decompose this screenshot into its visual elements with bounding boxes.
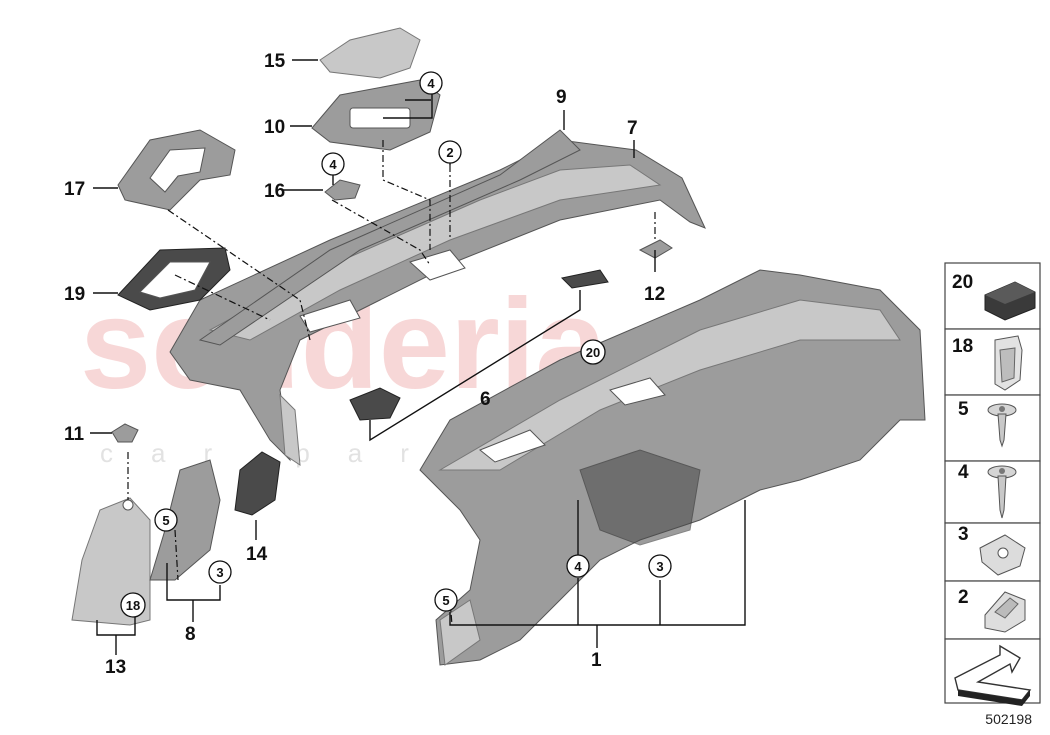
label-14: 14 bbox=[246, 544, 268, 565]
svg-text:4: 4 bbox=[329, 157, 337, 172]
label-17: 17 bbox=[64, 179, 85, 200]
bracket-part-12 bbox=[638, 239, 673, 259]
label-8: 8 bbox=[185, 624, 196, 645]
clip-part-11 bbox=[111, 423, 139, 443]
clip-part-16 bbox=[324, 179, 361, 201]
label-1: 1 bbox=[591, 650, 602, 671]
circle-callout-4-bottom: 4 bbox=[566, 554, 590, 578]
circle-callout-20: 20 bbox=[580, 339, 606, 365]
label-15: 15 bbox=[264, 51, 286, 72]
clip-icon bbox=[994, 335, 1023, 391]
cover-part-15 bbox=[319, 27, 421, 79]
legend-item-4: 4 bbox=[944, 460, 1041, 524]
dashboard-carrier bbox=[419, 269, 926, 666]
svg-text:4: 4 bbox=[427, 76, 435, 91]
pad-part-6a bbox=[560, 269, 609, 289]
circle-callout-5-left: 5 bbox=[154, 508, 178, 532]
circled-callouts: 4 2 4 20 5 3 18 4 bbox=[120, 71, 672, 618]
circle-callout-3-left: 3 bbox=[208, 560, 232, 584]
frame-part-19 bbox=[117, 247, 231, 311]
svg-text:5: 5 bbox=[442, 593, 449, 608]
screw-long-icon bbox=[987, 465, 1017, 519]
legend-num-5: 5 bbox=[958, 399, 969, 420]
direction-arrow-icon bbox=[954, 644, 1032, 706]
vent-frame-part-10 bbox=[311, 79, 441, 151]
circle-callout-3-bottom: 3 bbox=[648, 554, 672, 578]
circle-callout-4-mid: 4 bbox=[321, 152, 345, 176]
frame-part-17 bbox=[117, 129, 236, 211]
svg-text:5: 5 bbox=[162, 513, 169, 528]
pad-part-6b bbox=[349, 387, 401, 421]
label-6: 6 bbox=[480, 389, 491, 410]
legend-item-20: 20 bbox=[944, 262, 1041, 330]
nut-clip-icon bbox=[979, 534, 1026, 576]
legend-item-18: 18 bbox=[944, 328, 1041, 396]
svg-text:18: 18 bbox=[126, 598, 140, 613]
pad-icon bbox=[984, 281, 1036, 321]
diagram-id: 502198 bbox=[985, 711, 1032, 727]
part-numbers: 15 10 16 17 19 11 9 7 12 6 14 8 13 1 bbox=[64, 51, 665, 678]
svg-text:3: 3 bbox=[216, 565, 223, 580]
legend-arrow-box bbox=[944, 638, 1041, 706]
legend-num-20: 20 bbox=[952, 272, 973, 293]
label-19: 19 bbox=[64, 284, 85, 305]
leader-lines bbox=[90, 59, 746, 655]
legend-item-2: 2 bbox=[944, 580, 1041, 640]
spring-clip-icon bbox=[984, 591, 1026, 633]
label-10: 10 bbox=[264, 117, 285, 138]
svg-text:4: 4 bbox=[574, 559, 582, 574]
legend-num-3: 3 bbox=[958, 524, 969, 545]
fastener-legend: 20 18 5 4 bbox=[944, 262, 1041, 727]
legend-num-18: 18 bbox=[952, 336, 973, 357]
cover-part-14 bbox=[234, 451, 281, 516]
legend-num-4: 4 bbox=[958, 462, 969, 483]
label-9: 9 bbox=[556, 87, 567, 108]
legend-num-2: 2 bbox=[958, 587, 969, 608]
label-13: 13 bbox=[105, 657, 126, 678]
svg-text:2: 2 bbox=[446, 145, 453, 160]
circle-callout-4-top: 4 bbox=[419, 71, 443, 95]
screw-short-icon bbox=[987, 403, 1017, 448]
circle-callout-5-bottom: 5 bbox=[434, 588, 458, 612]
circle-callout-2-top: 2 bbox=[438, 140, 462, 164]
assembly-lines bbox=[127, 140, 656, 626]
circle-callout-18: 18 bbox=[120, 592, 146, 618]
legend-item-5: 5 bbox=[944, 394, 1041, 462]
label-7: 7 bbox=[627, 118, 638, 139]
label-16: 16 bbox=[264, 181, 285, 202]
label-11: 11 bbox=[64, 424, 85, 445]
legend-item-3: 3 bbox=[944, 522, 1041, 582]
defroster-strip bbox=[198, 129, 581, 346]
svg-text:20: 20 bbox=[586, 345, 600, 360]
label-12: 12 bbox=[644, 284, 665, 305]
svg-text:3: 3 bbox=[656, 559, 663, 574]
